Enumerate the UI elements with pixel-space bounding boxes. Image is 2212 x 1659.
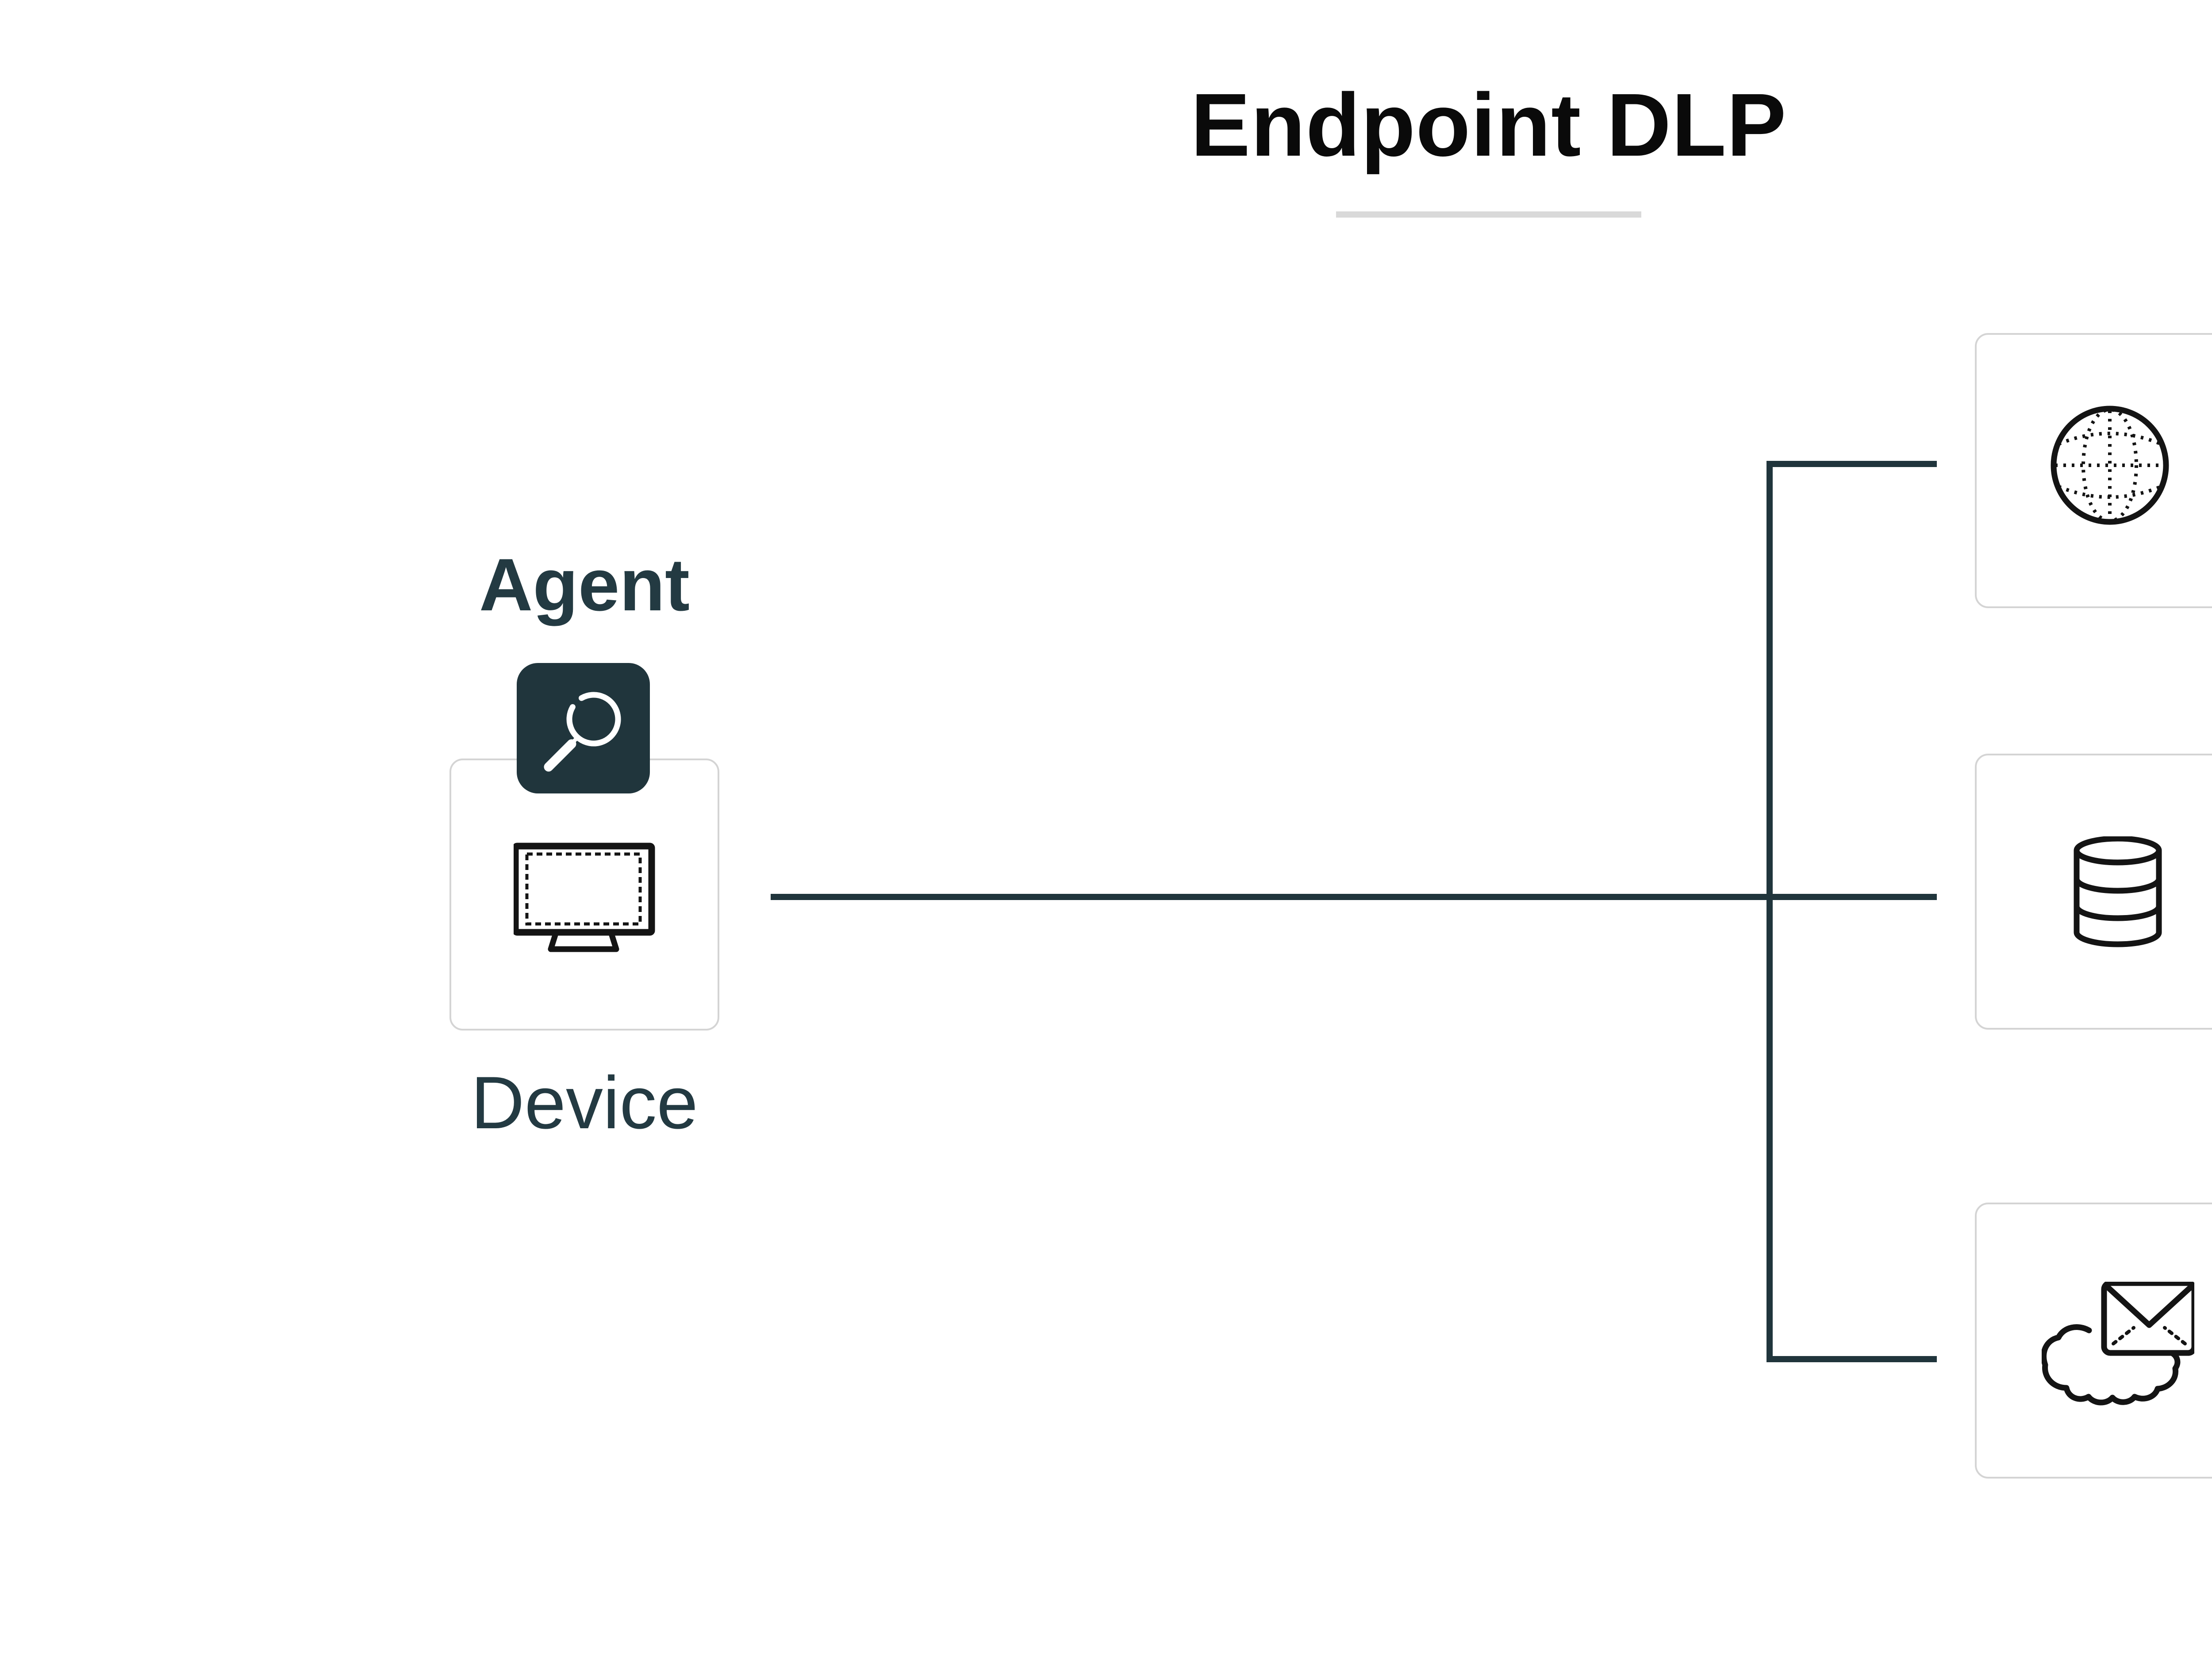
database-icon [2074,835,2162,948]
title-underline [1336,211,1641,218]
agent-label: Agent [479,543,690,626]
page-title: Endpoint DLP [1190,75,1787,175]
device-label: Device [471,1061,698,1144]
agent-badge [517,663,650,793]
node-card-email [1975,1203,2212,1479]
connector-internet-stub [1767,461,1937,467]
magnifier-icon [517,663,650,793]
device-card [449,759,719,1031]
node-card-internet [1975,333,2212,608]
globe-icon [2048,405,2172,525]
email-cloud-icon [2041,1280,2197,1414]
connector-vertical-line [1767,461,1773,1362]
node-card-database [1975,754,2212,1030]
connector-email-stub [1767,1356,1937,1362]
connector-main-line [771,894,1937,900]
monitor-icon [512,843,655,958]
